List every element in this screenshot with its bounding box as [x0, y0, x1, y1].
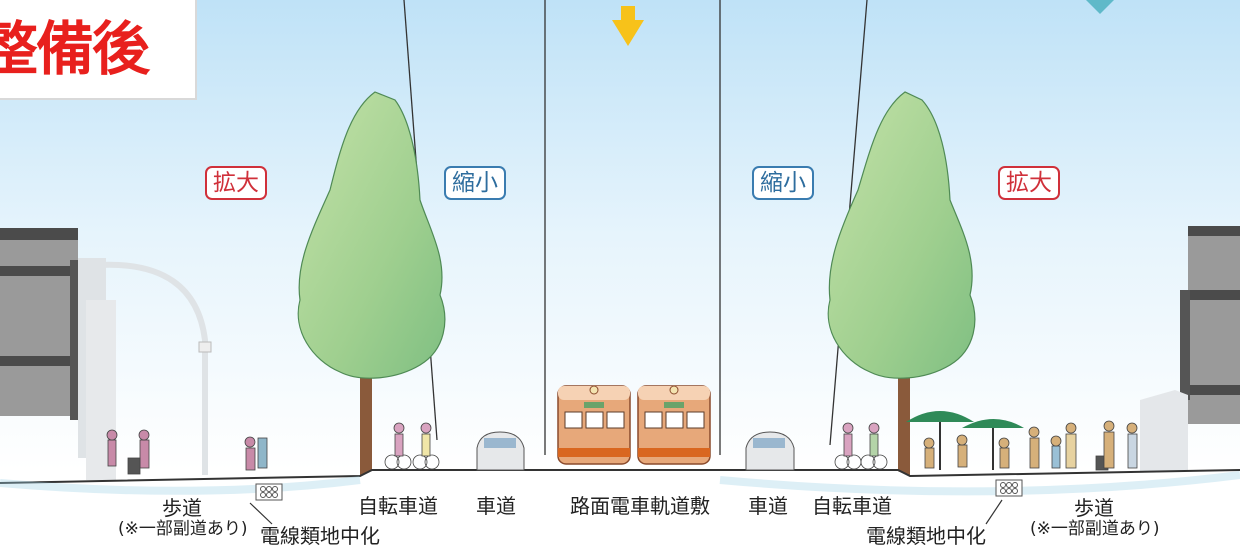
right-tree — [827, 91, 976, 478]
conduit-icon — [995, 479, 1023, 497]
utility-leader-right — [985, 499, 1003, 525]
conduit-icon — [255, 483, 283, 501]
cafe-umbrellas — [906, 411, 1024, 470]
label-sidewalk-right-note: (※一部副道あり) — [1030, 519, 1160, 539]
right-chevron — [1086, 0, 1114, 14]
label-utility-right: 電線類地中化 — [866, 524, 986, 545]
right-building — [1140, 226, 1240, 475]
left-building — [0, 228, 116, 480]
label-roadway-left: 車道 — [476, 494, 516, 518]
down-arrow-icon — [612, 6, 644, 46]
street-lamp — [97, 261, 208, 475]
label-roadway-right: 車道 — [748, 494, 788, 518]
page-title-box: 整備後 — [0, 0, 197, 100]
pedestrians-left — [106, 429, 268, 475]
label-sidewalk-left-note: (※一部副道あり) — [118, 519, 248, 539]
shrink-tag-left: 縮小 — [444, 166, 506, 201]
left-tree — [297, 91, 446, 478]
label-bike-lane-right: 自転車道 — [812, 494, 892, 518]
utility-leader-left — [249, 502, 273, 525]
car-right — [745, 431, 795, 471]
cyclists-right — [834, 422, 888, 470]
car-left — [476, 431, 525, 471]
label-utility-left: 電線類地中化 — [260, 524, 380, 545]
ground-line — [0, 469, 1240, 484]
tram-right — [637, 385, 711, 465]
label-sidewalk-right: 歩道 — [1074, 496, 1114, 520]
pedestrians-right — [923, 420, 1138, 471]
expand-tag-left: 拡大 — [205, 166, 267, 201]
label-tram-track: 路面電車軌道敷 — [570, 494, 710, 518]
label-sidewalk-left: 歩道 — [162, 496, 202, 520]
tram-left — [557, 385, 631, 465]
label-bike-lane-left: 自転車道 — [358, 494, 438, 518]
cyclists-left — [384, 422, 440, 470]
shrink-tag-right: 縮小 — [752, 166, 814, 201]
expand-tag-right: 拡大 — [998, 166, 1060, 201]
page-title: 整備後 — [0, 15, 150, 83]
ground — [0, 470, 1240, 545]
